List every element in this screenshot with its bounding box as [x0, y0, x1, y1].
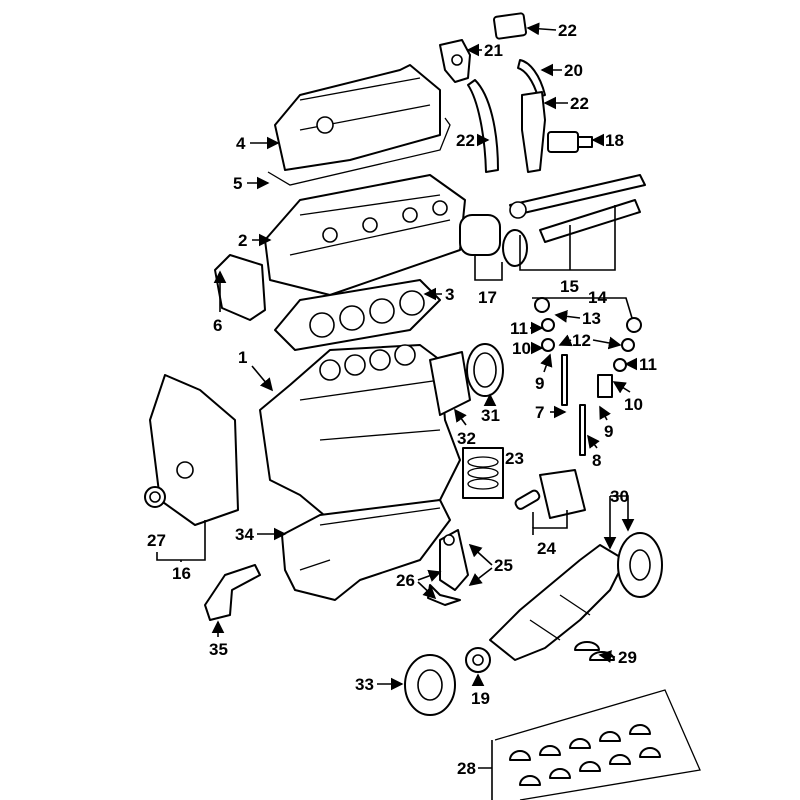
cam-sprockets: [459, 214, 528, 267]
callout-11: 11: [510, 319, 528, 338]
callout-15: 15: [560, 277, 579, 296]
callout-10: 10: [512, 339, 531, 358]
callout-5: 5: [233, 174, 242, 193]
callout-22: 22: [456, 131, 475, 150]
callout-21: 21: [484, 41, 503, 60]
cylinder-head: [264, 174, 466, 296]
callout-4: 4: [236, 134, 246, 153]
engine-block: [259, 344, 461, 521]
callout-31: 31: [481, 406, 500, 425]
callout-26: 26: [396, 571, 415, 590]
callout-24: 24: [537, 539, 556, 558]
callout-22: 22: [570, 94, 589, 113]
timing-chain-guide-top: [493, 12, 527, 40]
callout-14: 14: [588, 288, 607, 307]
valve-cover: [274, 64, 441, 171]
callout-30: 30: [610, 487, 629, 506]
chain-tensioner: [439, 39, 471, 83]
callout-3: 3: [445, 285, 454, 304]
head-gasket: [274, 279, 441, 351]
callout-13: 13: [582, 309, 601, 328]
callout-9: 9: [604, 422, 613, 441]
thrust-bearings: [574, 641, 615, 661]
piston: [514, 469, 586, 519]
callout-2: 2: [238, 231, 247, 250]
callout-labels: 22 21 20 22 18 22 4 5 2 15 17 3 14 6 13 …: [147, 21, 657, 778]
callout-7: 7: [535, 403, 544, 422]
valve-parts: [534, 297, 642, 456]
crank-sprocket: [465, 647, 491, 673]
leader-lines: [156, 22, 638, 800]
callout-17: 17: [478, 288, 497, 307]
callout-35: 35: [209, 640, 228, 659]
callout-25: 25: [494, 556, 513, 575]
callout-32: 32: [457, 429, 476, 448]
timing-cover-side: [214, 254, 266, 321]
callout-27: 27: [147, 531, 166, 550]
callout-1: 1: [238, 348, 247, 367]
callout-29: 29: [618, 648, 637, 667]
callout-33: 33: [355, 675, 374, 694]
callout-20: 20: [564, 61, 583, 80]
callout-18: 18: [605, 131, 624, 150]
callout-28: 28: [457, 759, 476, 778]
callout-19: 19: [471, 689, 490, 708]
flywheel-plate: [617, 532, 663, 598]
callout-9: 9: [535, 374, 544, 393]
callout-22: 22: [558, 21, 577, 40]
chain-guide-left: [467, 79, 499, 173]
callout-16: 16: [172, 564, 191, 583]
oil-pickup: [204, 564, 261, 621]
valve-cover-gasket: [267, 117, 451, 186]
callout-11: 11: [639, 355, 657, 374]
timing-cover: [149, 374, 239, 526]
connecting-rod: [427, 529, 469, 606]
chain-guide-right: [521, 91, 546, 173]
front-seal: [144, 486, 166, 508]
camshafts: [509, 174, 646, 243]
callout-6: 6: [213, 316, 222, 335]
piston-rings: [462, 447, 504, 499]
callout-8: 8: [592, 451, 601, 470]
callout-12: 12: [572, 331, 591, 350]
callout-23: 23: [505, 449, 524, 468]
callout-34: 34: [235, 525, 254, 544]
crank-pulley: [404, 654, 456, 716]
rear-main-seal: [429, 343, 504, 416]
vvt-solenoid: [547, 131, 593, 153]
oil-pan: [281, 499, 451, 601]
callout-10: 10: [624, 395, 643, 414]
main-bearings: [494, 689, 701, 800]
